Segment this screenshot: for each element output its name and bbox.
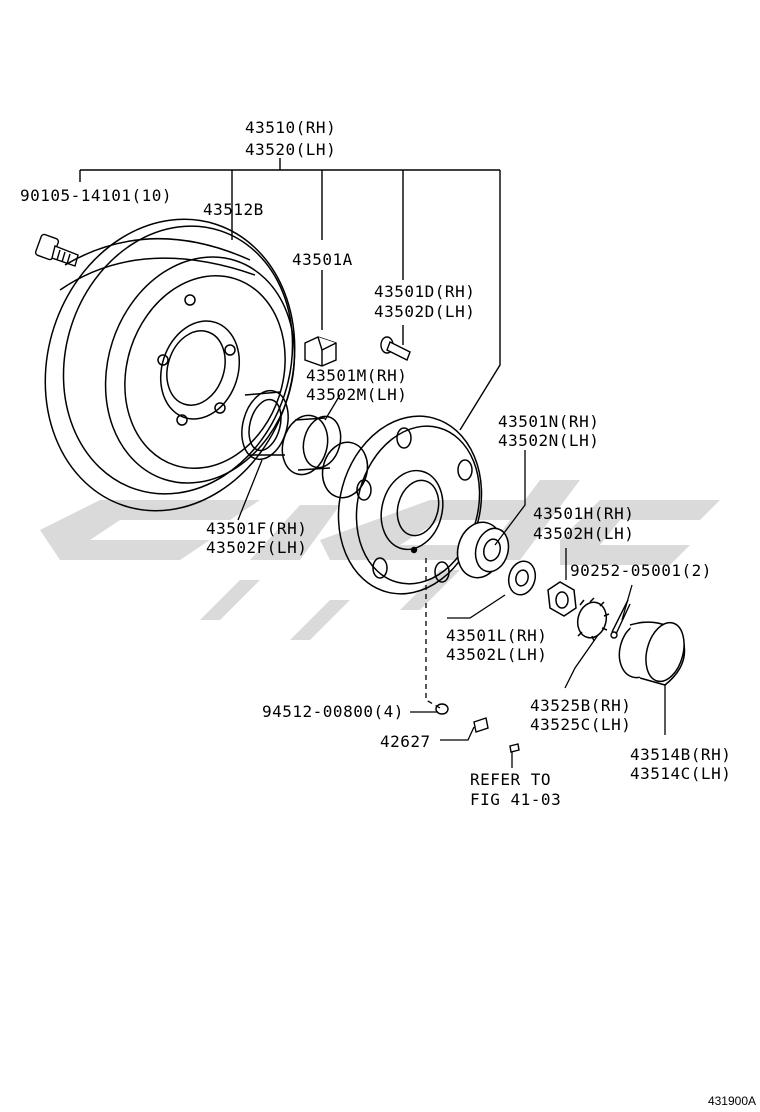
washer-part — [507, 560, 537, 596]
bolt-label: 90105-14101(10) — [20, 186, 172, 205]
grease-cap-part — [618, 621, 686, 686]
bolt-part — [34, 233, 79, 267]
nut-h-label-lh: 43502H(LH) — [533, 524, 635, 543]
nut-h-label-rh: 43501H(RH) — [533, 504, 635, 523]
seal-f-label-lh: 43502F(LH) — [206, 538, 308, 557]
lock-cap-label-lh: 43525C(LH) — [530, 715, 632, 734]
nut-part — [435, 703, 449, 715]
bearing-n-label-lh: 43502N(LH) — [498, 431, 600, 450]
spacer-part — [304, 336, 337, 367]
bearing-m-label-rh: 43501M(RH) — [306, 366, 408, 385]
hub-assembly-label-rh: 43510(RH) — [245, 118, 337, 137]
bolt-d-label-rh: 43501D(RH) — [374, 282, 476, 301]
drum-label: 43512B — [203, 200, 264, 219]
grease-cap-label-rh: 43514B(RH) — [630, 745, 732, 764]
lock-cap-part — [576, 597, 610, 642]
small-bolt-part — [380, 336, 411, 361]
cotter-pin-label: 90252-05001(2) — [570, 561, 712, 580]
spacer-label: 43501A — [292, 250, 353, 269]
hub-nut-part — [547, 581, 577, 617]
seal-f-label-rh: 43501F(RH) — [206, 519, 308, 538]
figure-id: 431900A — [707, 1094, 756, 1108]
lock-cap-label-rh: 43525B(RH) — [530, 696, 632, 715]
cotter-pin-part — [610, 599, 631, 639]
stud-part — [473, 717, 489, 733]
bearing-n-label-rh: 43501N(RH) — [498, 412, 600, 431]
washer-l-label-rh: 43501L(RH) — [446, 626, 548, 645]
refer-label-line2: FIG 41-03 — [470, 790, 562, 809]
bearing-m-part — [281, 414, 342, 476]
washer-l-label-lh: 43502L(LH) — [446, 645, 548, 664]
nut-label: 94512-00800(4) — [262, 702, 404, 721]
refer-screw-part — [509, 743, 520, 753]
watermark-logo — [40, 480, 720, 640]
bearing-m-label-lh: 43502M(LH) — [306, 385, 408, 404]
bolt-d-label-lh: 43502D(LH) — [374, 302, 476, 321]
hub-assembly-label-lh: 43520(LH) — [245, 140, 337, 159]
stud-label: 42627 — [380, 732, 431, 751]
bearing-n-part — [456, 521, 510, 579]
leader-lines — [237, 394, 666, 768]
refer-label-line1: REFER TO — [470, 770, 552, 789]
assembly-bracket — [79, 158, 501, 431]
brake-drum — [44, 218, 296, 512]
grease-cap-label-lh: 43514C(LH) — [630, 764, 732, 783]
